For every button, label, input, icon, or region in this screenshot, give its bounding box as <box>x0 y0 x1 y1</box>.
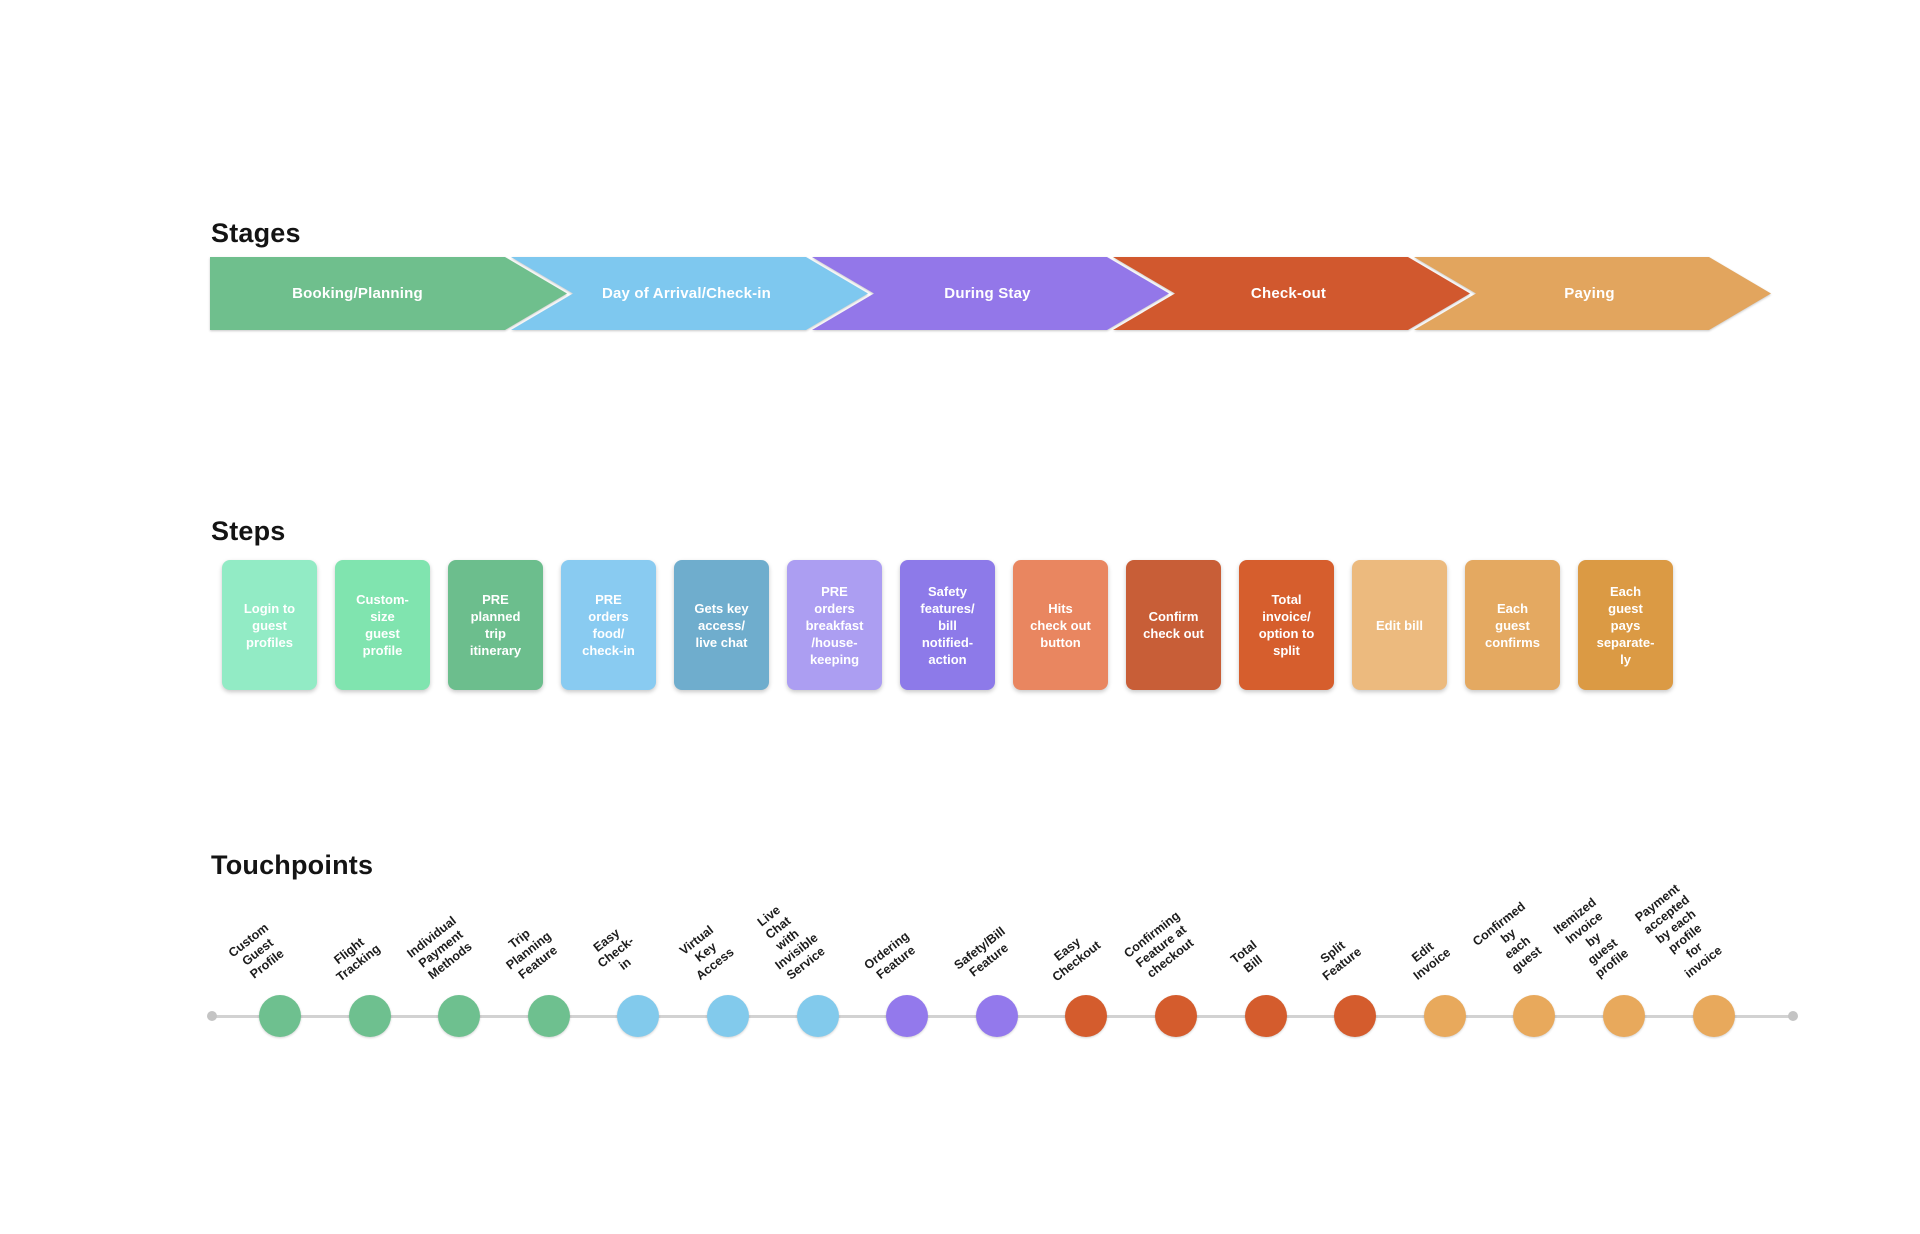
stage-arrow-shape: Paying <box>1414 257 1771 330</box>
touchpoint-dot-safety-bill-feature: Safety/Bill Feature <box>951 924 1018 1037</box>
step-card-total-invoice-option-to-split: Total invoice/ option to split <box>1239 560 1334 690</box>
stages-section-title: Stages <box>211 218 301 249</box>
step-card-label: Confirm check out <box>1143 609 1204 641</box>
step-card-custom-size-guest-profile: Custom- size guest profile <box>335 560 430 690</box>
step-card-label: Safety features/ bill notified- action <box>920 583 975 667</box>
touchpoint-dot-flight-tracking: Flight Tracking <box>331 935 391 1037</box>
step-card-pre-orders-breakfast-housekeeping: PRE orders breakfast /house- keeping <box>787 560 882 690</box>
touchpoint-label: Edit Invoice <box>1408 939 1453 983</box>
touchpoint-label: Confirmed by each guest <box>1470 899 1545 976</box>
touchpoint-dot-confirming-feature-at-checkout: Confirming Feature at checkout <box>1121 908 1197 1037</box>
timeline-start-dot <box>207 1011 217 1021</box>
touchpoint-dot-trip-planning-feature: Trip Planning Feature <box>503 926 570 1037</box>
stage-arrow-label: Booking/Planning <box>292 285 423 302</box>
step-card-edit-bill: Edit bill <box>1352 560 1447 690</box>
steps-card-row: Login to guest profiles Custom- size gue… <box>222 560 1673 690</box>
touchpoint-label: Ordering Feature <box>861 928 919 982</box>
touchpoints-section-title: Touchpoints <box>211 850 374 881</box>
touchpoint-label: Individual Payment Methods <box>404 913 475 983</box>
stage-arrow-label: During Stay <box>944 285 1031 302</box>
touchpoint-label: Easy Checkout <box>1050 934 1104 985</box>
step-card-label: Login to guest profiles <box>243 600 296 650</box>
step-card-label: Edit bill <box>1376 617 1423 633</box>
step-card-label: PRE orders food/ check-in <box>582 592 635 658</box>
stage-arrow-shape: Booking/Planning <box>210 257 567 330</box>
stage-arrow-label: Paying <box>1564 285 1615 302</box>
touchpoint-dot-confirmed-by-each-guest: Confirmed by each guest <box>1470 899 1556 1037</box>
step-card-each-guest-pays-separately: Each guest pays separate- ly <box>1578 560 1673 690</box>
touchpoint-dot-easy-checkout: Easy Checkout <box>1050 935 1108 1037</box>
stage-arrow-check-out: Check-out <box>1113 257 1470 330</box>
step-card-pre-planned-trip-itinerary: PRE planned trip itinerary <box>448 560 543 690</box>
stage-arrow-booking-planning: Booking/Planning <box>210 257 567 330</box>
stage-arrow-label: Day of Arrival/Check-in <box>601 285 772 302</box>
step-card-label: Custom- size guest profile <box>356 592 409 658</box>
touchpoint-label: Custom Guest Profile <box>225 920 287 982</box>
step-card-label: Each guest pays separate- ly <box>1596 583 1655 667</box>
step-card-confirm-check-out: Confirm check out <box>1126 560 1221 690</box>
touchpoint-label: Virtual Key Access <box>676 922 737 983</box>
stage-arrow-paying: Paying <box>1414 257 1771 330</box>
step-card-safety-features-bill-notified-action: Safety features/ bill notified- action <box>900 560 995 690</box>
step-card-label: PRE orders breakfast /house- keeping <box>805 583 864 667</box>
step-card-login-to-guest-profiles: Login to guest profiles <box>222 560 317 690</box>
step-card-each-guest-confirms: Each guest confirms <box>1465 560 1560 690</box>
step-card-label: Each guest confirms <box>1485 600 1540 650</box>
touchpoint-dot-split-feature: Split Feature <box>1318 938 1377 1037</box>
touchpoint-label: Split Feature <box>1317 938 1365 984</box>
step-card-label: PRE planned trip itinerary <box>469 592 522 658</box>
stages-arrow-row: Booking/Planning Day of Arrival/Check-in… <box>210 257 1771 330</box>
timeline-end-dot <box>1788 1011 1798 1021</box>
touchpoint-label: Trip Planning Feature <box>503 926 560 982</box>
touchpoints-dot-row: Custom Guest Profile Flight Tracking Ind… <box>226 881 1735 1037</box>
steps-section-title: Steps <box>211 516 286 547</box>
touchpoint-label: Payment accepted by each profile for inv… <box>1631 881 1725 981</box>
touchpoint-dot-edit-invoice: Edit Invoice <box>1409 939 1466 1037</box>
stage-arrow-day-of-arrival-check-in: Day of Arrival/Check-in <box>511 257 868 330</box>
touchpoint-label: Confirming Feature at checkout <box>1121 908 1197 981</box>
step-card-label: Total invoice/ option to split <box>1258 592 1315 658</box>
touchpoint-dot-live-chat-with-invisible-service: Live Chat with Invisible Service <box>754 903 839 1037</box>
touchpoint-label: Itemized Invoice by guest profile <box>1550 895 1632 981</box>
touchpoint-dot-total-bill: Total Bill <box>1228 938 1287 1037</box>
touchpoint-dot-easy-check-in: Easy Check-in <box>591 926 660 1037</box>
step-card-hits-check-out-button: Hits check out button <box>1013 560 1108 690</box>
step-card-label: Hits check out button <box>1030 600 1091 650</box>
touchpoint-label: Easy Check-in <box>591 925 637 973</box>
touchpoint-dot-individual-payment-methods: Individual Payment Methods <box>404 914 481 1037</box>
touchpoint-label: Safety/Bill Feature <box>951 924 1011 980</box>
stage-arrow-during-stay: During Stay <box>812 257 1169 330</box>
touchpoint-label: Live Chat with Invisible Service <box>754 902 828 983</box>
stage-arrow-label: Check-out <box>1250 285 1327 302</box>
step-card-label: Gets key access/ live chat <box>694 600 749 650</box>
touchpoint-dot-itemized-invoice-by-guest-profile: Itemized Invoice by guest profile <box>1551 895 1645 1037</box>
touchpoint-dot-ordering-feature: Ordering Feature <box>862 929 929 1037</box>
touchpoint-dot-virtual-key-access: Virtual Key Access <box>677 923 749 1037</box>
step-card-gets-key-access-live-chat: Gets key access/ live chat <box>674 560 769 690</box>
touchpoint-dot-custom-guest-profile: Custom Guest Profile <box>226 920 301 1037</box>
touchpoint-dot-payment-accepted-by-each-profile: Payment accepted by each profile for inv… <box>1632 881 1735 1037</box>
step-card-pre-orders-food-check-in: PRE orders food/ check-in <box>561 560 656 690</box>
touchpoint-label: Flight Tracking <box>330 935 383 985</box>
touchpoint-label: Total Bill <box>1227 937 1265 976</box>
